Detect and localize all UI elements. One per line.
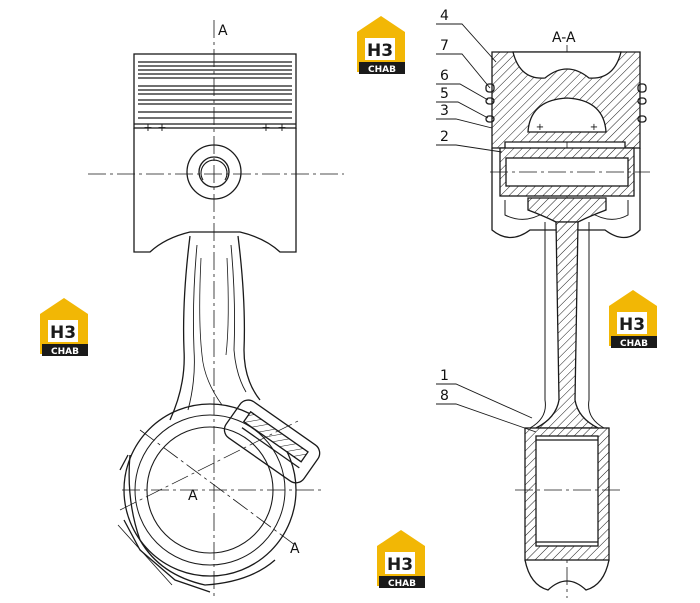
svg-text:H3: H3 <box>367 41 393 61</box>
right-section-view: + + <box>485 45 650 598</box>
svg-text:H3: H3 <box>387 555 413 575</box>
callout-4: 4 <box>440 8 449 24</box>
pin-boss-inner <box>198 156 230 188</box>
svg-text:+: + <box>277 121 286 134</box>
svg-text:+: + <box>590 122 598 133</box>
callout-leaders <box>436 23 537 433</box>
svg-text:+: + <box>157 121 166 134</box>
piston-rings <box>485 83 647 123</box>
svg-text:CHAB: CHAB <box>620 339 648 349</box>
svg-text:+: + <box>536 122 544 133</box>
svg-text:+: + <box>143 121 152 134</box>
section-line-A-A <box>139 429 296 546</box>
callout-2: 2 <box>440 129 449 145</box>
svg-text:CHAB: CHAB <box>51 347 79 357</box>
svg-text:+: + <box>261 121 270 134</box>
piston-crown: + + + + <box>133 53 297 134</box>
rod-small-end <box>527 197 607 223</box>
left-external-view: + + + + <box>88 20 344 598</box>
watermark-logo: H3 CHAB <box>357 16 405 75</box>
svg-text:H3: H3 <box>619 315 645 335</box>
view-label-a-bottom: A <box>290 541 300 557</box>
piston-skirt <box>133 128 297 253</box>
callout-numbers: 4 7 6 5 3 2 1 8 <box>440 8 449 404</box>
view-label-a-center: A <box>188 488 198 504</box>
callout-1: 1 <box>440 368 449 384</box>
watermark-logo: H3 CHAB <box>40 298 88 357</box>
cap-bolt-boss <box>223 399 321 484</box>
callout-7: 7 <box>440 38 449 54</box>
callout-3: 3 <box>440 103 449 119</box>
callout-8: 8 <box>440 388 449 404</box>
callout-5: 5 <box>440 86 449 102</box>
callout-6: 6 <box>440 68 449 84</box>
pin-bore-upper <box>527 97 607 133</box>
watermark-logo: H3 CHAB <box>377 530 425 589</box>
view-label-a-top: A <box>218 23 228 39</box>
rod-shank <box>169 235 191 421</box>
svg-text:CHAB: CHAB <box>388 579 416 589</box>
section-label: A-A <box>552 30 576 46</box>
watermark-logo: H3 CHAB <box>609 290 657 349</box>
combustion-bowl <box>512 51 622 79</box>
svg-text:H3: H3 <box>50 323 76 343</box>
pin-boss-outer <box>186 144 242 200</box>
svg-text:CHAB: CHAB <box>368 65 396 75</box>
